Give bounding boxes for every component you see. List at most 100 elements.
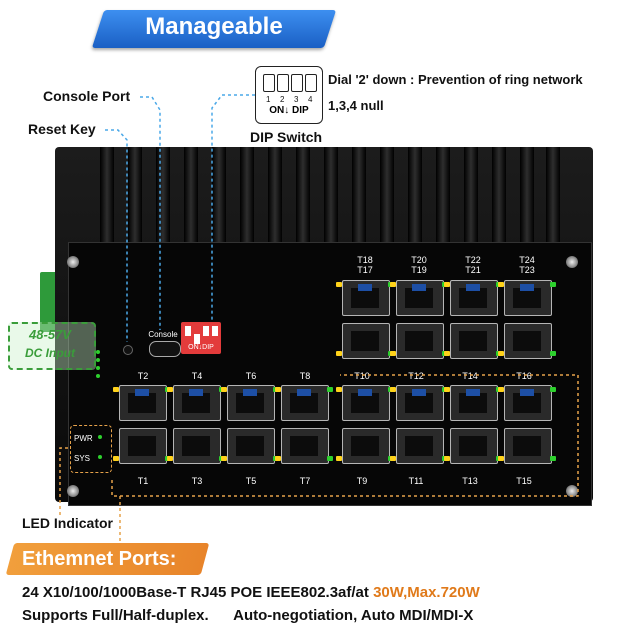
port-label: T3: [191, 476, 203, 486]
spec-line-1-power: 30W,Max.720W: [373, 584, 480, 601]
rj45-port[interactable]: [450, 428, 498, 464]
port-led: [327, 456, 333, 461]
rj45-port[interactable]: [342, 385, 390, 421]
rj45-port[interactable]: [396, 428, 444, 464]
dip-lever-icon: [291, 74, 303, 92]
console-port-callout: Console Port: [43, 88, 131, 104]
port-label: T16: [516, 371, 532, 381]
port-label: T15: [516, 476, 532, 486]
pwr-led: [98, 435, 102, 439]
spec-line-1: 24 X10/100/1000Base-T RJ45 POE IEEE802.3…: [22, 584, 480, 601]
port-label: T7: [299, 476, 311, 486]
port-label: T23: [519, 265, 535, 275]
port-led: [550, 282, 556, 287]
port-led: [167, 387, 173, 392]
reset-key-button[interactable]: [123, 345, 133, 355]
dip-switch-callout: DIP Switch: [250, 129, 323, 145]
screw-icon: [67, 256, 79, 268]
port-led: [498, 456, 504, 461]
dip-number: 4: [308, 95, 313, 104]
port-led: [221, 456, 227, 461]
port-led: [275, 387, 281, 392]
port-led: [275, 456, 281, 461]
rj45-port[interactable]: [119, 385, 167, 421]
dc-input-callout: [8, 322, 96, 370]
device-dip-label: ON↓DIP: [188, 344, 214, 351]
dc-input-voltage: 48-57V: [29, 327, 71, 342]
port-label: T9: [356, 476, 368, 486]
port-label: T21: [465, 265, 481, 275]
port-led: [550, 351, 556, 356]
port-label: T8: [299, 371, 311, 381]
rj45-port[interactable]: [342, 280, 390, 316]
rj45-port[interactable]: [450, 385, 498, 421]
rj45-port[interactable]: [396, 385, 444, 421]
rj45-port[interactable]: [396, 280, 444, 316]
reset-key-callout: Reset Key: [28, 121, 96, 137]
dip-switch-icon: 1 2 3 4 ON↓ DIP: [255, 66, 323, 124]
rj45-port[interactable]: [504, 428, 552, 464]
heatsink-fins: [100, 147, 560, 242]
rj45-port[interactable]: [342, 428, 390, 464]
port-label: T11: [408, 476, 424, 486]
port-label: T22: [465, 255, 481, 265]
pwr-led-label: PWR: [74, 434, 93, 443]
rj45-port[interactable]: [281, 385, 329, 421]
spec-line-2: Supports Full/Half-duplex. Auto-negotiat…: [22, 607, 474, 624]
port-led: [113, 456, 119, 461]
port-led: [336, 387, 342, 392]
rj45-port[interactable]: [504, 385, 552, 421]
port-led: [336, 456, 342, 461]
port-led: [444, 387, 450, 392]
port-led: [327, 387, 333, 392]
dip-lever-icon: [305, 74, 317, 92]
device-dip-switch[interactable]: [181, 322, 221, 354]
null-note: 1,3,4 null: [328, 98, 384, 113]
status-led: [96, 366, 100, 370]
dip-number: 3: [294, 95, 299, 104]
console-port[interactable]: [149, 341, 181, 357]
dip-lever-icon: [277, 74, 289, 92]
rj45-port[interactable]: [450, 323, 498, 359]
dc-input-label: DC Input: [25, 346, 75, 360]
port-led: [221, 387, 227, 392]
port-led: [550, 456, 556, 461]
rj45-port[interactable]: [504, 280, 552, 316]
rj45-port[interactable]: [450, 280, 498, 316]
port-label: T24: [519, 255, 535, 265]
port-led: [444, 456, 450, 461]
port-led: [390, 351, 396, 356]
port-led: [113, 387, 119, 392]
led-indicator-panel: [70, 425, 112, 473]
console-port-label: Console: [148, 330, 178, 339]
rj45-port[interactable]: [396, 323, 444, 359]
dip-on-label: ON↓ DIP: [269, 105, 309, 116]
port-label: T17: [357, 265, 373, 275]
rj45-port[interactable]: [173, 385, 221, 421]
dial-note: Dial '2' down : Prevention of ring netwo…: [328, 72, 583, 87]
dip-lever-icon: [263, 74, 275, 92]
screw-icon: [566, 485, 578, 497]
port-label: T20: [411, 255, 427, 265]
port-label: T1: [137, 476, 149, 486]
rj45-port[interactable]: [342, 323, 390, 359]
rj45-port[interactable]: [119, 428, 167, 464]
port-led: [336, 351, 342, 356]
rj45-port[interactable]: [504, 323, 552, 359]
port-label: T2: [137, 371, 149, 381]
rj45-port[interactable]: [227, 428, 275, 464]
port-led: [498, 387, 504, 392]
status-led: [96, 358, 100, 362]
rj45-port[interactable]: [227, 385, 275, 421]
sys-led-label: SYS: [74, 454, 91, 463]
port-label: T13: [462, 476, 478, 486]
port-led: [390, 456, 396, 461]
rj45-port[interactable]: [173, 428, 221, 464]
sys-led: [98, 455, 102, 459]
port-led: [498, 351, 504, 356]
screw-icon: [67, 485, 79, 497]
status-led: [96, 350, 100, 354]
port-label: T18: [357, 255, 373, 265]
dip-number: 2: [280, 95, 285, 104]
rj45-port[interactable]: [281, 428, 329, 464]
